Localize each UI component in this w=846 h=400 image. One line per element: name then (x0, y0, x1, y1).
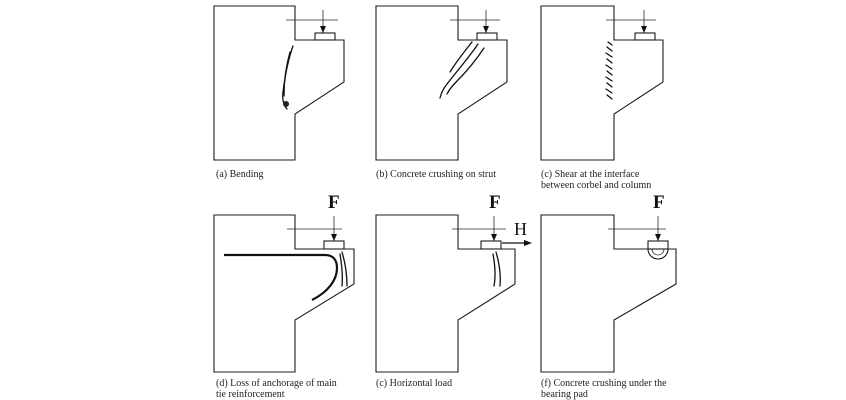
panel-c-interface-shear (540, 5, 664, 161)
caption-line: bearing pad (541, 389, 588, 400)
panel-c-outline (540, 5, 664, 161)
panel-a-outline (213, 5, 345, 161)
panel-d-caption: (d) Loss of anchorage of main tie reinfo… (216, 378, 337, 400)
panel-e-horizontal-label: H (514, 219, 527, 239)
panel-e-load-arrow (491, 234, 497, 241)
panel-f-load-arrow (655, 234, 661, 241)
panel-b-caption: (b) Concrete crushing on strut (376, 169, 496, 180)
panel-c-caption: (c) Shear at the interface between corbe… (541, 169, 651, 191)
panel-f-outline (540, 214, 677, 373)
panel-d-anchorage-loss (213, 214, 355, 373)
panel-d-crack (341, 251, 348, 287)
panel-e-bearing-pad (480, 240, 502, 250)
panel-f-bearing-pad (647, 240, 669, 250)
panel-a-load-arrow (320, 26, 326, 33)
caption-line: (f) Concrete crushing under the (541, 378, 667, 389)
panel-b-bearing-pad (476, 32, 498, 41)
panel-d-load-arrow (331, 234, 337, 241)
panel-d-outline (213, 214, 355, 373)
panel-e-caption: (c) Horizontal load (376, 378, 452, 389)
panel-e-force-label: F (489, 192, 501, 213)
panel-f-crushing-zone-inner (651, 248, 665, 256)
caption-line: (b) Concrete crushing on strut (376, 169, 496, 180)
caption-line: (c) Horizontal load (376, 378, 453, 389)
panel-a-crack (282, 45, 294, 110)
panel-d-bearing-pad (323, 240, 345, 250)
panel-b-outline (375, 5, 508, 161)
panel-c-shear-cracks (605, 41, 613, 100)
panel-b-strut-crushing (375, 5, 508, 161)
panel-e-horizontal-arrow-head (524, 240, 532, 246)
panel-b-load-arrow (483, 26, 489, 33)
panel-a-caption: (a) Bending (216, 169, 264, 180)
caption-line: (c) Shear at the interface (541, 169, 640, 180)
panel-f-caption: (f) Concrete crushing under the bearing … (541, 378, 667, 400)
panel-d-crack-2 (339, 253, 344, 287)
panel-f-bearing-crushing (540, 214, 677, 373)
panel-a-bending (213, 5, 345, 161)
panel-f-crushing-zone (647, 248, 669, 260)
panel-c-load-arrow (641, 26, 647, 33)
panel-a-bearing-pad (314, 32, 336, 41)
panel-e-crack (495, 251, 501, 287)
panel-b-strut-crack-3 (449, 41, 473, 73)
caption-line: (d) Loss of anchorage of main (216, 378, 337, 389)
panel-a-crush-mark (283, 101, 289, 107)
panel-e-horizontal-load (375, 214, 532, 373)
panel-c-bearing-pad (634, 32, 656, 41)
panel-d-force-label: F (328, 192, 340, 213)
panel-f-force-label: F (653, 192, 665, 213)
panel-e-outline (375, 214, 516, 373)
caption-line: between corbel and column (541, 180, 652, 191)
panel-d-tie-bar (224, 253, 339, 301)
caption-line: (a) Bending (216, 169, 264, 180)
panel-b-strut-crack-2 (446, 47, 485, 95)
caption-line: tie reinforcement (216, 389, 285, 400)
panel-b-strut-crack (439, 43, 479, 99)
panel-a-crack-2 (283, 51, 291, 97)
panel-e-crack-2 (492, 253, 496, 287)
